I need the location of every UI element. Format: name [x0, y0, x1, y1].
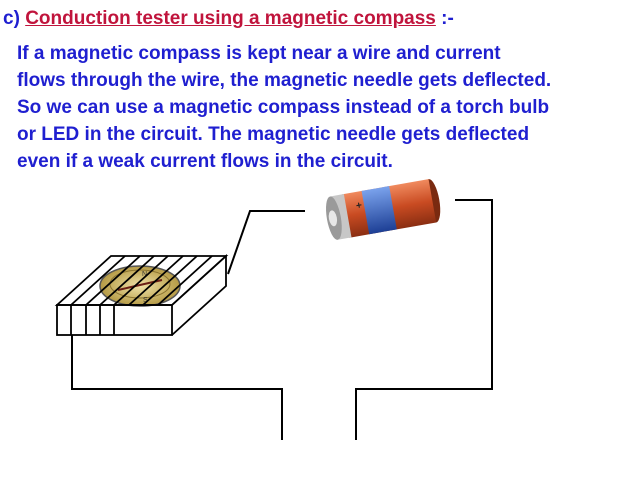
wire-left-bottom [71, 335, 283, 440]
heading-title: Conduction tester using a magnetic compa… [25, 8, 436, 29]
wire-left-top [227, 210, 320, 275]
heading-label: c) [3, 8, 20, 29]
circuit-diagram: + N S [54, 170, 493, 440]
heading-suffix: :- [441, 8, 454, 29]
battery: + [305, 170, 455, 248]
wire-right-top [355, 199, 493, 440]
battery-plus-mark: + [355, 200, 363, 212]
compass-north-mark: N [142, 271, 147, 278]
circuit-wires [71, 199, 493, 440]
compass-coil: N S [54, 253, 229, 336]
description-paragraph: If a magnetic compass is kept near a wir… [17, 43, 552, 172]
slide-heading: c) Conduction tester using a magnetic co… [3, 8, 635, 30]
compass-south-mark: S [143, 297, 148, 304]
